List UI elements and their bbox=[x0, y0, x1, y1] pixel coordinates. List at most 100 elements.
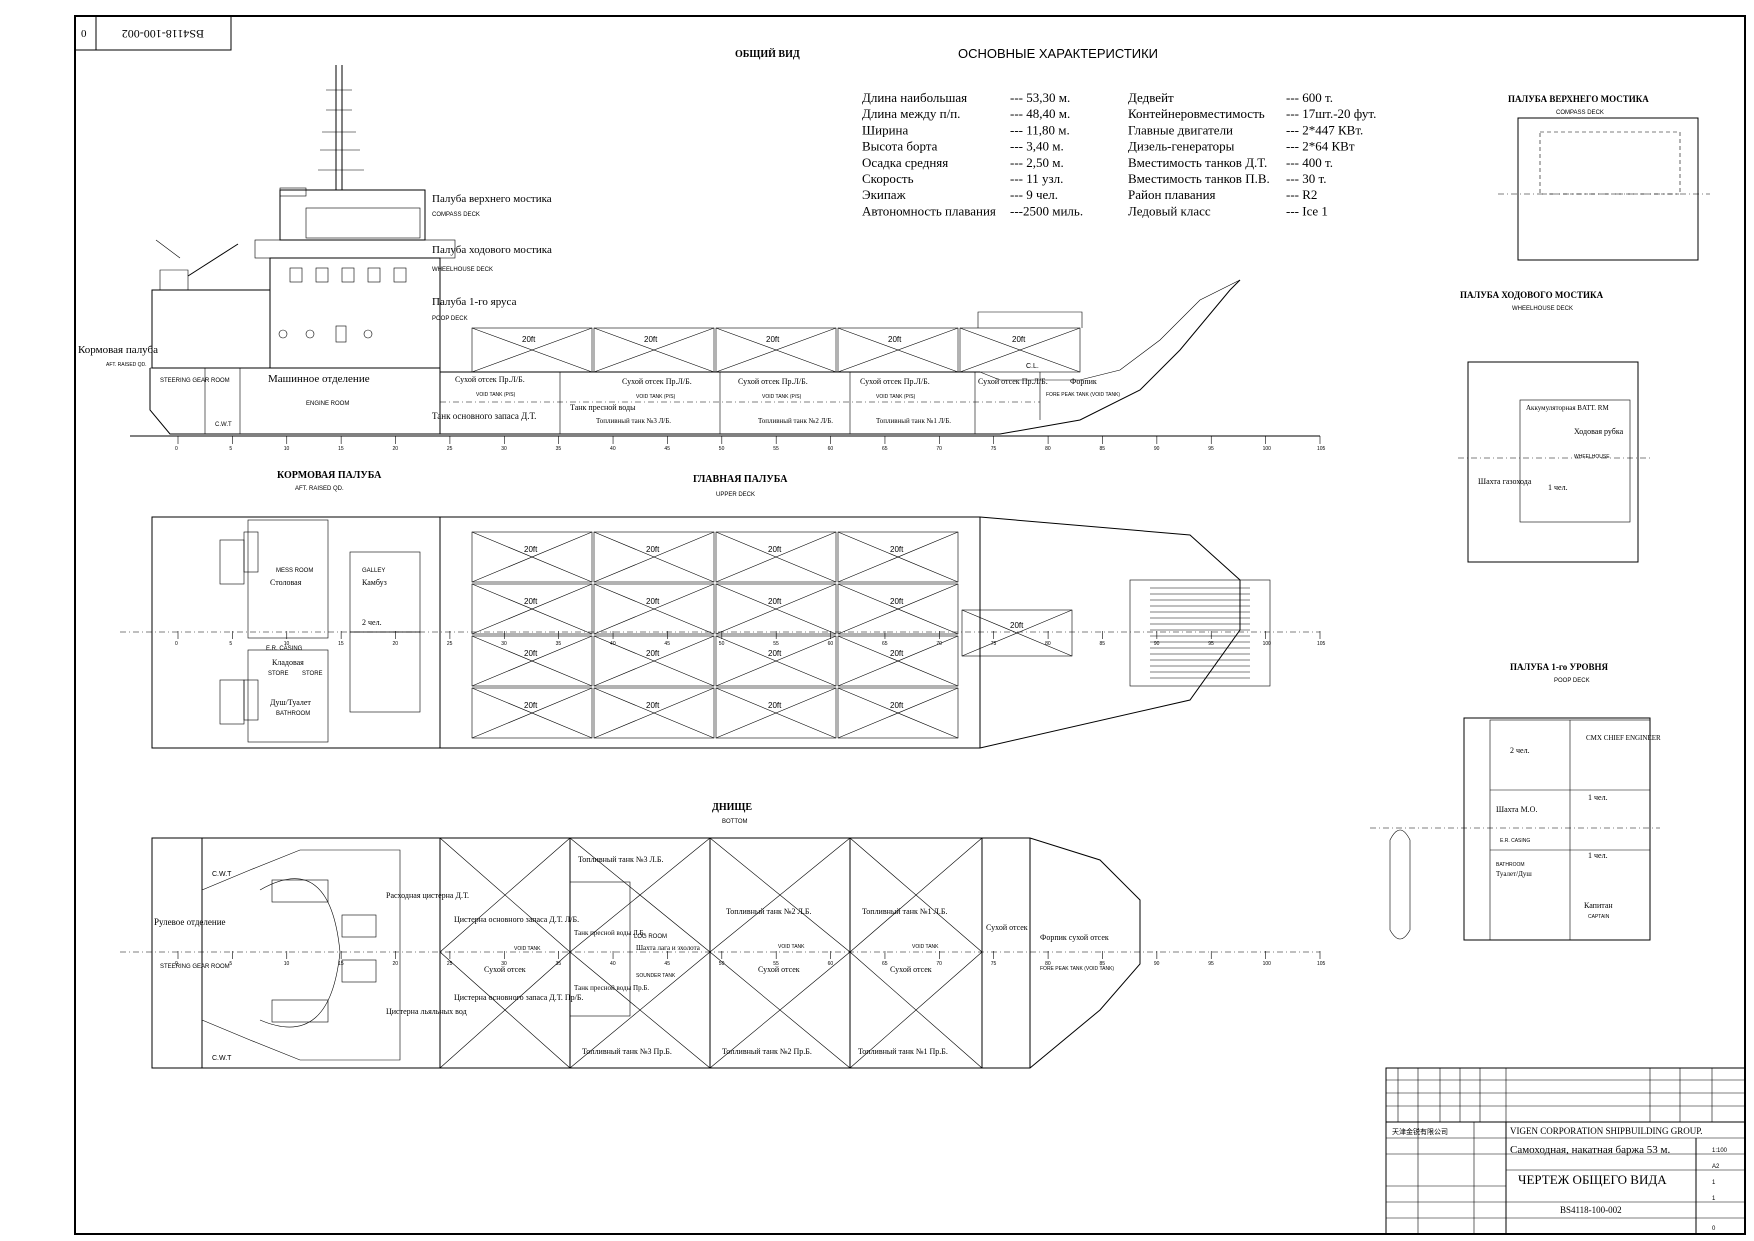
container-slot bbox=[471, 687, 593, 739]
stamp-number: BS4118-100-002 bbox=[122, 27, 204, 41]
label-wheelhouse: Ходовая рубка bbox=[1574, 427, 1624, 436]
frame-number: 100 bbox=[1263, 961, 1272, 967]
container-diagonal bbox=[471, 635, 593, 687]
main-specs: ОСНОВНЫЕ ХАРАКТЕРИСТИКИ Длина наибольшая… bbox=[862, 46, 1376, 218]
frame-number: 5 bbox=[229, 961, 232, 967]
ramp-hatching bbox=[1150, 587, 1250, 679]
container-label: 20ft bbox=[646, 649, 660, 658]
frame-number: 50 bbox=[719, 961, 725, 967]
label-poop-deck-en: POOP DECK bbox=[432, 316, 468, 322]
frame-number: 35 bbox=[556, 641, 562, 647]
spec-left-label: Высота борта bbox=[862, 139, 938, 154]
label-fuel-3-sb: Топливный танк №3 Пр.Б. bbox=[582, 1047, 672, 1056]
poop-plan-title-en: POOP DECK bbox=[1554, 678, 1590, 684]
label-void-5: Сухой отсек Пр.Л/Б. bbox=[978, 377, 1048, 386]
spec-right-value: --- 30 т. bbox=[1286, 171, 1326, 186]
frame-number: 20 bbox=[393, 446, 399, 452]
container-slot bbox=[471, 583, 593, 635]
frame-number: 15 bbox=[338, 641, 344, 647]
frame-number: 50 bbox=[719, 641, 725, 647]
label-bathroom-ru: Душ/Туалет bbox=[270, 698, 311, 707]
label-void-bottom-en-3: VOID TANK bbox=[912, 944, 939, 950]
title-sheets: 1 bbox=[1712, 1180, 1716, 1186]
title-company: VIGEN CORPORATION SHIPBUILDING GROUP. bbox=[1510, 1126, 1703, 1136]
frame-number: 20 bbox=[393, 961, 399, 967]
frame-number: 30 bbox=[501, 641, 507, 647]
container-label: 20ft bbox=[646, 597, 660, 606]
deck-plan: КОРМОВАЯ ПАЛУБА AFT. RAISED QD. ГЛАВНАЯ … bbox=[120, 470, 1326, 749]
label-steering-ru: Рулевое отделение bbox=[154, 917, 226, 927]
label-fuel-2-sb: Топливный танк №2 Пр.Б. bbox=[722, 1047, 812, 1056]
label-sounder: SOUNDER TANK bbox=[636, 973, 676, 979]
container-slot bbox=[837, 635, 959, 687]
spec-left-value: --- 3,40 м. bbox=[1010, 139, 1064, 154]
spec-right-value: --- Ice 1 bbox=[1286, 203, 1328, 218]
frame-number: 30 bbox=[501, 446, 507, 452]
label-compass-deck-en: COMPASS DECK bbox=[432, 212, 480, 218]
label-er-casing-deck: E.R. CASING bbox=[266, 646, 303, 652]
spec-right-label: Вместимость танков Д.Т. bbox=[1128, 155, 1267, 170]
bottom-plan-title: ДНИЩЕ bbox=[712, 802, 752, 813]
label-fuel-2-ps: Топливный танк №2 Л.Б. bbox=[726, 907, 812, 916]
upper-deck-containers: 20ft20ft20ft20ft20ft20ft20ft20ft20ft20ft… bbox=[471, 531, 1073, 739]
label-main-fuel-ps: Цистерна основного запаса Д.Т. Л/Б. bbox=[454, 915, 579, 924]
spec-left-value: --- 48,40 м. bbox=[1010, 106, 1070, 121]
spec-right-value: --- 17шт.-20 фут. bbox=[1286, 106, 1376, 121]
frame-number: 20 bbox=[393, 641, 399, 647]
label-bathroom-poop: BATHROOM bbox=[1496, 862, 1525, 868]
compass-plan-title: ПАЛУБА ВЕРХНЕГО МОСТИКА bbox=[1508, 94, 1649, 104]
container-label: 20ft bbox=[524, 545, 538, 554]
label-two-persons-poop: 2 чел. bbox=[1510, 746, 1530, 755]
spec-left-value: --- 11 узл. bbox=[1010, 171, 1063, 186]
label-void-bottom-3: Сухой отсек bbox=[890, 965, 932, 974]
label-compass-deck: Палуба верхнего мостика bbox=[432, 193, 552, 205]
container-label: 20ft bbox=[524, 649, 538, 658]
spec-right-value: --- R2 bbox=[1286, 187, 1317, 202]
label-void-en-4: VOID TANK (P/S) bbox=[876, 394, 916, 400]
label-aft-deck-en: AFT. RAISED QD. bbox=[106, 362, 147, 368]
frame-number: 85 bbox=[1099, 641, 1105, 647]
title-designer: 天津金锐有限公司 bbox=[1392, 1127, 1448, 1136]
spec-left-label: Длина между п/п. bbox=[862, 106, 960, 121]
frame-number: 70 bbox=[936, 446, 942, 452]
label-one-person-wh: 1 чел. bbox=[1548, 483, 1568, 492]
frame-number: 100 bbox=[1263, 641, 1272, 647]
container-diagonal bbox=[961, 609, 1073, 657]
label-fw-tank: Танк пресной воды bbox=[570, 403, 636, 412]
container-slot bbox=[593, 531, 715, 583]
wheelhouse-plan: ПАЛУБА ХОДОВОГО МОСТИКА WHEELHOUSE DECK … bbox=[1458, 290, 1650, 563]
poop-plan-title: ПАЛУБА 1-го УРОВНЯ bbox=[1510, 662, 1609, 672]
label-aft-deck: Кормовая палуба bbox=[78, 344, 158, 356]
container-label: 20ft bbox=[768, 597, 782, 606]
label-void-en-3: VOID TANK (P/S) bbox=[762, 394, 802, 400]
container-slot bbox=[837, 531, 959, 583]
container-label: 20ft bbox=[768, 701, 782, 710]
frame-number: 105 bbox=[1317, 961, 1326, 967]
frame-number: 0 bbox=[175, 961, 178, 967]
label-void-bottom-en-1: VOID TANK bbox=[514, 946, 541, 952]
spec-left-label: Экипаж bbox=[862, 187, 907, 202]
label-mess-ru: Столовая bbox=[270, 578, 302, 587]
frame-number: 30 bbox=[501, 961, 507, 967]
sheet-frame bbox=[74, 15, 1746, 1235]
spec-right-label: Ледовый класс bbox=[1128, 203, 1211, 218]
compass-plan-title-en: COMPASS DECK bbox=[1556, 110, 1604, 116]
container-slot bbox=[593, 687, 715, 739]
frame-number: 25 bbox=[447, 961, 453, 967]
frame-number: 100 bbox=[1263, 446, 1272, 452]
frame-number: 60 bbox=[828, 641, 834, 647]
frame-number: 95 bbox=[1208, 641, 1214, 647]
frame-number: 65 bbox=[882, 446, 888, 452]
spec-left-label: Ширина bbox=[862, 122, 908, 137]
title-drawing: ЧЕРТЕЖ ОБЩЕГО ВИДА bbox=[1518, 1172, 1667, 1187]
profile-container-label-3: 20ft bbox=[766, 335, 780, 344]
label-void-bottom-en-2: VOID TANK bbox=[778, 944, 805, 950]
drawing-number-stamp: 0 BS4118-100-002 bbox=[74, 15, 232, 51]
title-sheet-a: A2 bbox=[1712, 1164, 1720, 1170]
container-diagonal bbox=[593, 531, 715, 583]
frame-number: 60 bbox=[828, 961, 834, 967]
spec-left-label: Осадка средняя bbox=[862, 155, 948, 170]
